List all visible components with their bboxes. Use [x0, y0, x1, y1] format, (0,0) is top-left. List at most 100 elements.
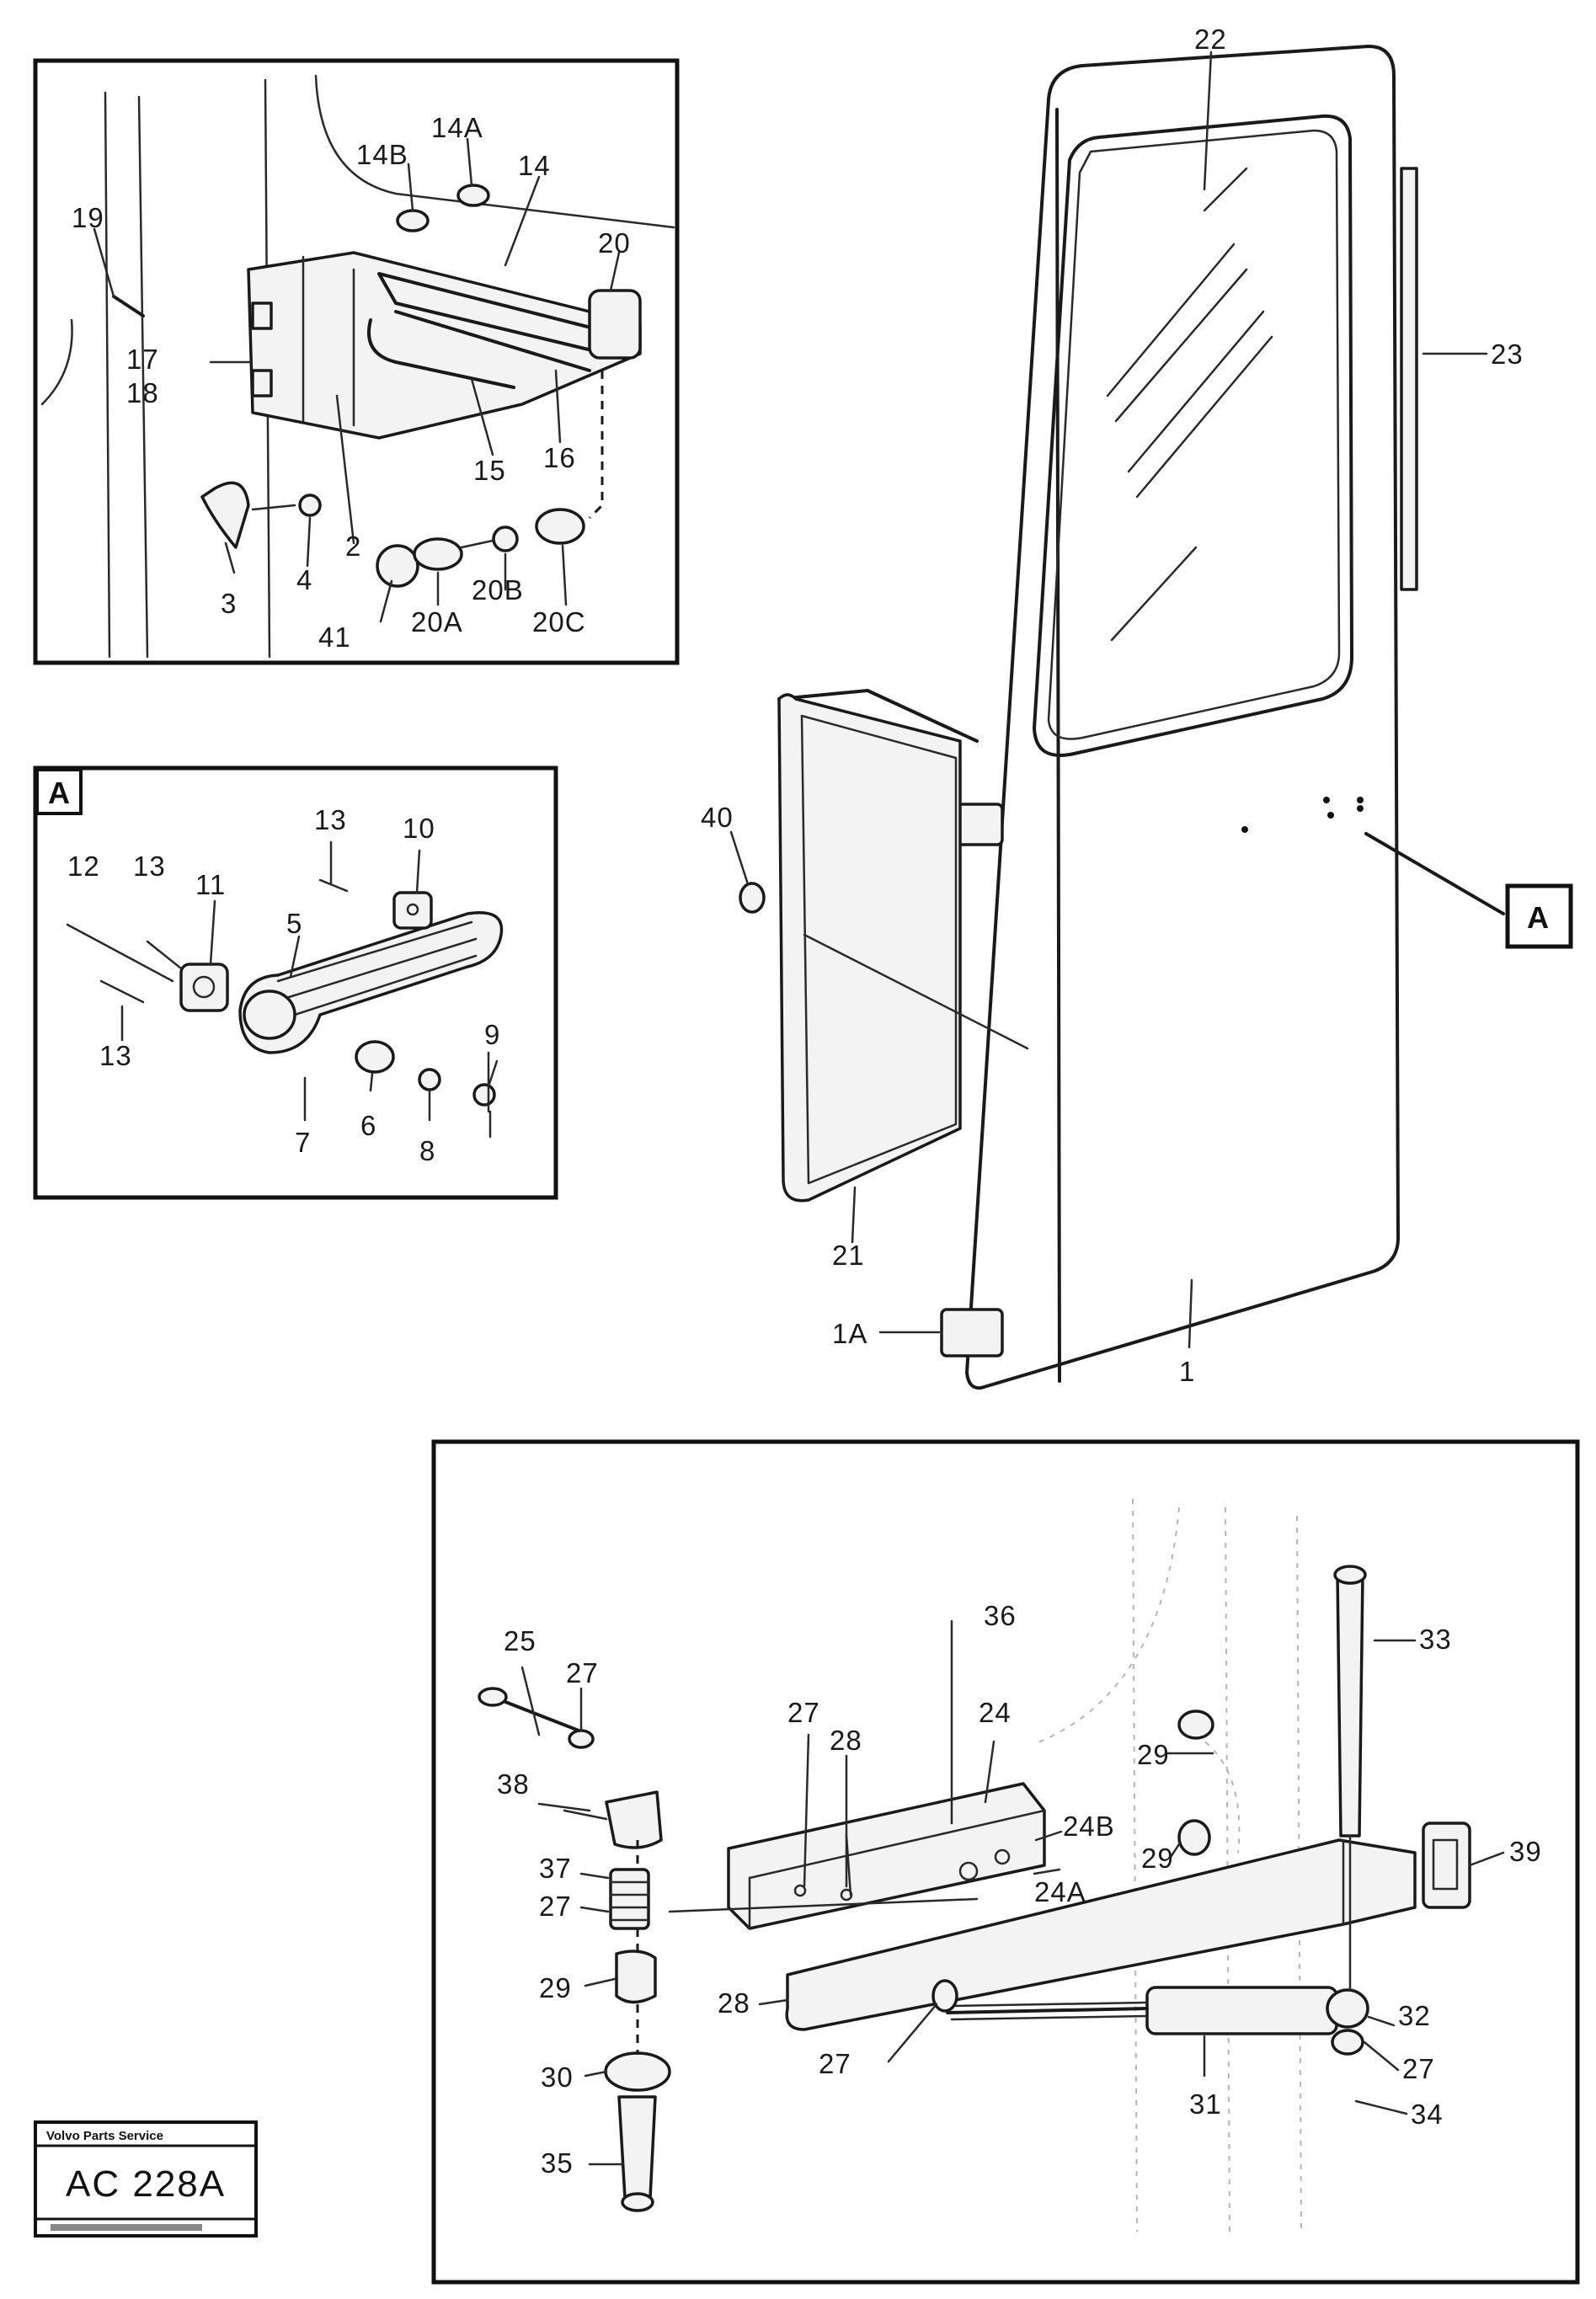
part-41 — [376, 544, 419, 588]
callout-3: 3 — [221, 588, 237, 619]
door: A 22 23 40 21 1A 1 — [701, 24, 1573, 1390]
callout-1: 1 — [1179, 1356, 1195, 1387]
callout-28-b: 28 — [718, 1987, 750, 2019]
panel-bottom: 36 33 25 27 27 28 24 29 39 38 24B 29 37 … — [431, 1439, 1580, 2285]
bolt-35 — [617, 2095, 657, 2200]
part-4 — [298, 493, 322, 517]
reference-header: Volvo Parts Service — [46, 2129, 163, 2143]
part-27-washer — [1331, 2029, 1364, 2056]
upper-bracket-24 — [727, 1782, 1046, 1930]
hinge-screw-18 — [251, 369, 273, 397]
callout-18: 18 — [126, 377, 159, 408]
callout-1a: 1A — [832, 1318, 867, 1349]
callout-15: 15 — [473, 455, 506, 486]
callout-29-b: 29 — [1141, 1843, 1174, 1874]
part-40 — [739, 882, 766, 914]
callout-29-c: 29 — [539, 1972, 572, 2003]
door-frame — [965, 45, 1400, 1390]
callout-30: 30 — [541, 2062, 574, 2093]
callout-37: 37 — [539, 1853, 572, 1884]
callout-24b: 24B — [1063, 1811, 1115, 1842]
part-29-top — [1177, 1710, 1214, 1740]
callout-22: 22 — [1194, 24, 1227, 55]
part-37-spring — [609, 1868, 650, 1930]
part-32 — [1326, 1988, 1369, 2029]
part-39 — [1422, 1822, 1471, 1909]
gas-spring-31 — [1145, 1986, 1338, 2035]
reference-box-frame — [34, 2120, 258, 2238]
callout-9: 9 — [484, 1019, 500, 1050]
callout-38-a: 38 — [497, 1768, 530, 1800]
part-25 — [478, 1687, 508, 1707]
callout-31: 31 — [1189, 2088, 1222, 2120]
callout-24: 24 — [979, 1697, 1012, 1728]
hinge-pin-housing — [588, 289, 642, 360]
callout-27-d: 27 — [819, 2048, 851, 2079]
callout-11: 11 — [195, 869, 226, 900]
callout-27-b: 27 — [787, 1697, 820, 1728]
part-30 — [604, 2051, 671, 2092]
callout-25: 25 — [504, 1625, 536, 1656]
callout-7: 7 — [295, 1127, 311, 1158]
panel-view-a: A 13 10 12 — [33, 765, 558, 1200]
callout-27-c: 27 — [539, 1891, 572, 1922]
callout-27-e: 27 — [1402, 2053, 1435, 2084]
callout-20a: 20A — [411, 606, 463, 637]
callout-14b: 14B — [356, 139, 408, 170]
part-27-lower — [931, 1979, 958, 2013]
callout-16: 16 — [543, 442, 576, 473]
reference-box: Volvo Parts Service AC 228A — [34, 2120, 258, 2238]
callout-36: 36 — [984, 1600, 1017, 1631]
panel-top-left-frame — [33, 58, 680, 665]
callout-20b: 20B — [472, 574, 524, 605]
callout-4: 4 — [296, 564, 312, 595]
view-a-marker: A — [48, 776, 70, 810]
door-view-a-marker-box — [1505, 883, 1573, 949]
part-29-mid — [1177, 1819, 1211, 1856]
callout-39: 39 — [1509, 1836, 1542, 1867]
door-view-a-marker: A — [1527, 900, 1549, 935]
panel-top-left: 19 14B 14A 14 20 17 18 2 15 16 3 4 41 20… — [33, 58, 680, 665]
callout-13-bottom: 13 — [99, 1040, 132, 1071]
part-20b — [492, 525, 519, 552]
hinge-screw-17 — [251, 301, 273, 330]
part-3 — [200, 481, 250, 549]
callout-10: 10 — [403, 813, 435, 844]
reference-code: AC 228A — [66, 2163, 226, 2205]
part-14b — [396, 209, 430, 232]
bolt-33 — [1336, 1573, 1364, 1838]
lower-hinge-1a — [940, 1308, 1004, 1358]
callout-35: 35 — [541, 2147, 574, 2179]
callout-20: 20 — [598, 227, 631, 259]
callout-41: 41 — [318, 621, 351, 653]
part-14a — [456, 184, 490, 207]
left-parts-stack — [478, 1687, 979, 2212]
callout-24a: 24A — [1034, 1876, 1086, 1907]
callout-19: 19 — [72, 202, 104, 233]
panel-view-a-frame — [33, 765, 558, 1200]
callout-34: 34 — [1411, 2099, 1444, 2130]
part-27-upper — [568, 1729, 595, 1749]
door-panel-21 — [777, 693, 962, 1203]
callout-6: 6 — [360, 1110, 376, 1141]
part-9 — [472, 1083, 496, 1107]
callout-28-a: 28 — [830, 1725, 862, 1756]
callout-8: 8 — [419, 1135, 435, 1166]
part-11-bracket — [179, 963, 229, 1012]
callout-14: 14 — [518, 150, 551, 181]
door-seal-strip — [1400, 167, 1418, 591]
callout-23: 23 — [1491, 339, 1524, 370]
door-window — [1033, 114, 1353, 757]
callout-5: 5 — [286, 908, 302, 939]
part-20c — [535, 508, 585, 545]
callout-14a: 14A — [431, 112, 483, 143]
reference-footer-mark — [51, 2224, 202, 2231]
part-20a — [413, 537, 463, 571]
callout-40: 40 — [701, 802, 734, 833]
callout-13-left: 13 — [133, 851, 166, 882]
callout-2: 2 — [345, 531, 361, 562]
part-10 — [392, 891, 433, 930]
hinge-assembly — [112, 184, 642, 440]
part-8 — [418, 1068, 441, 1091]
view-a-marker-box — [35, 768, 83, 815]
